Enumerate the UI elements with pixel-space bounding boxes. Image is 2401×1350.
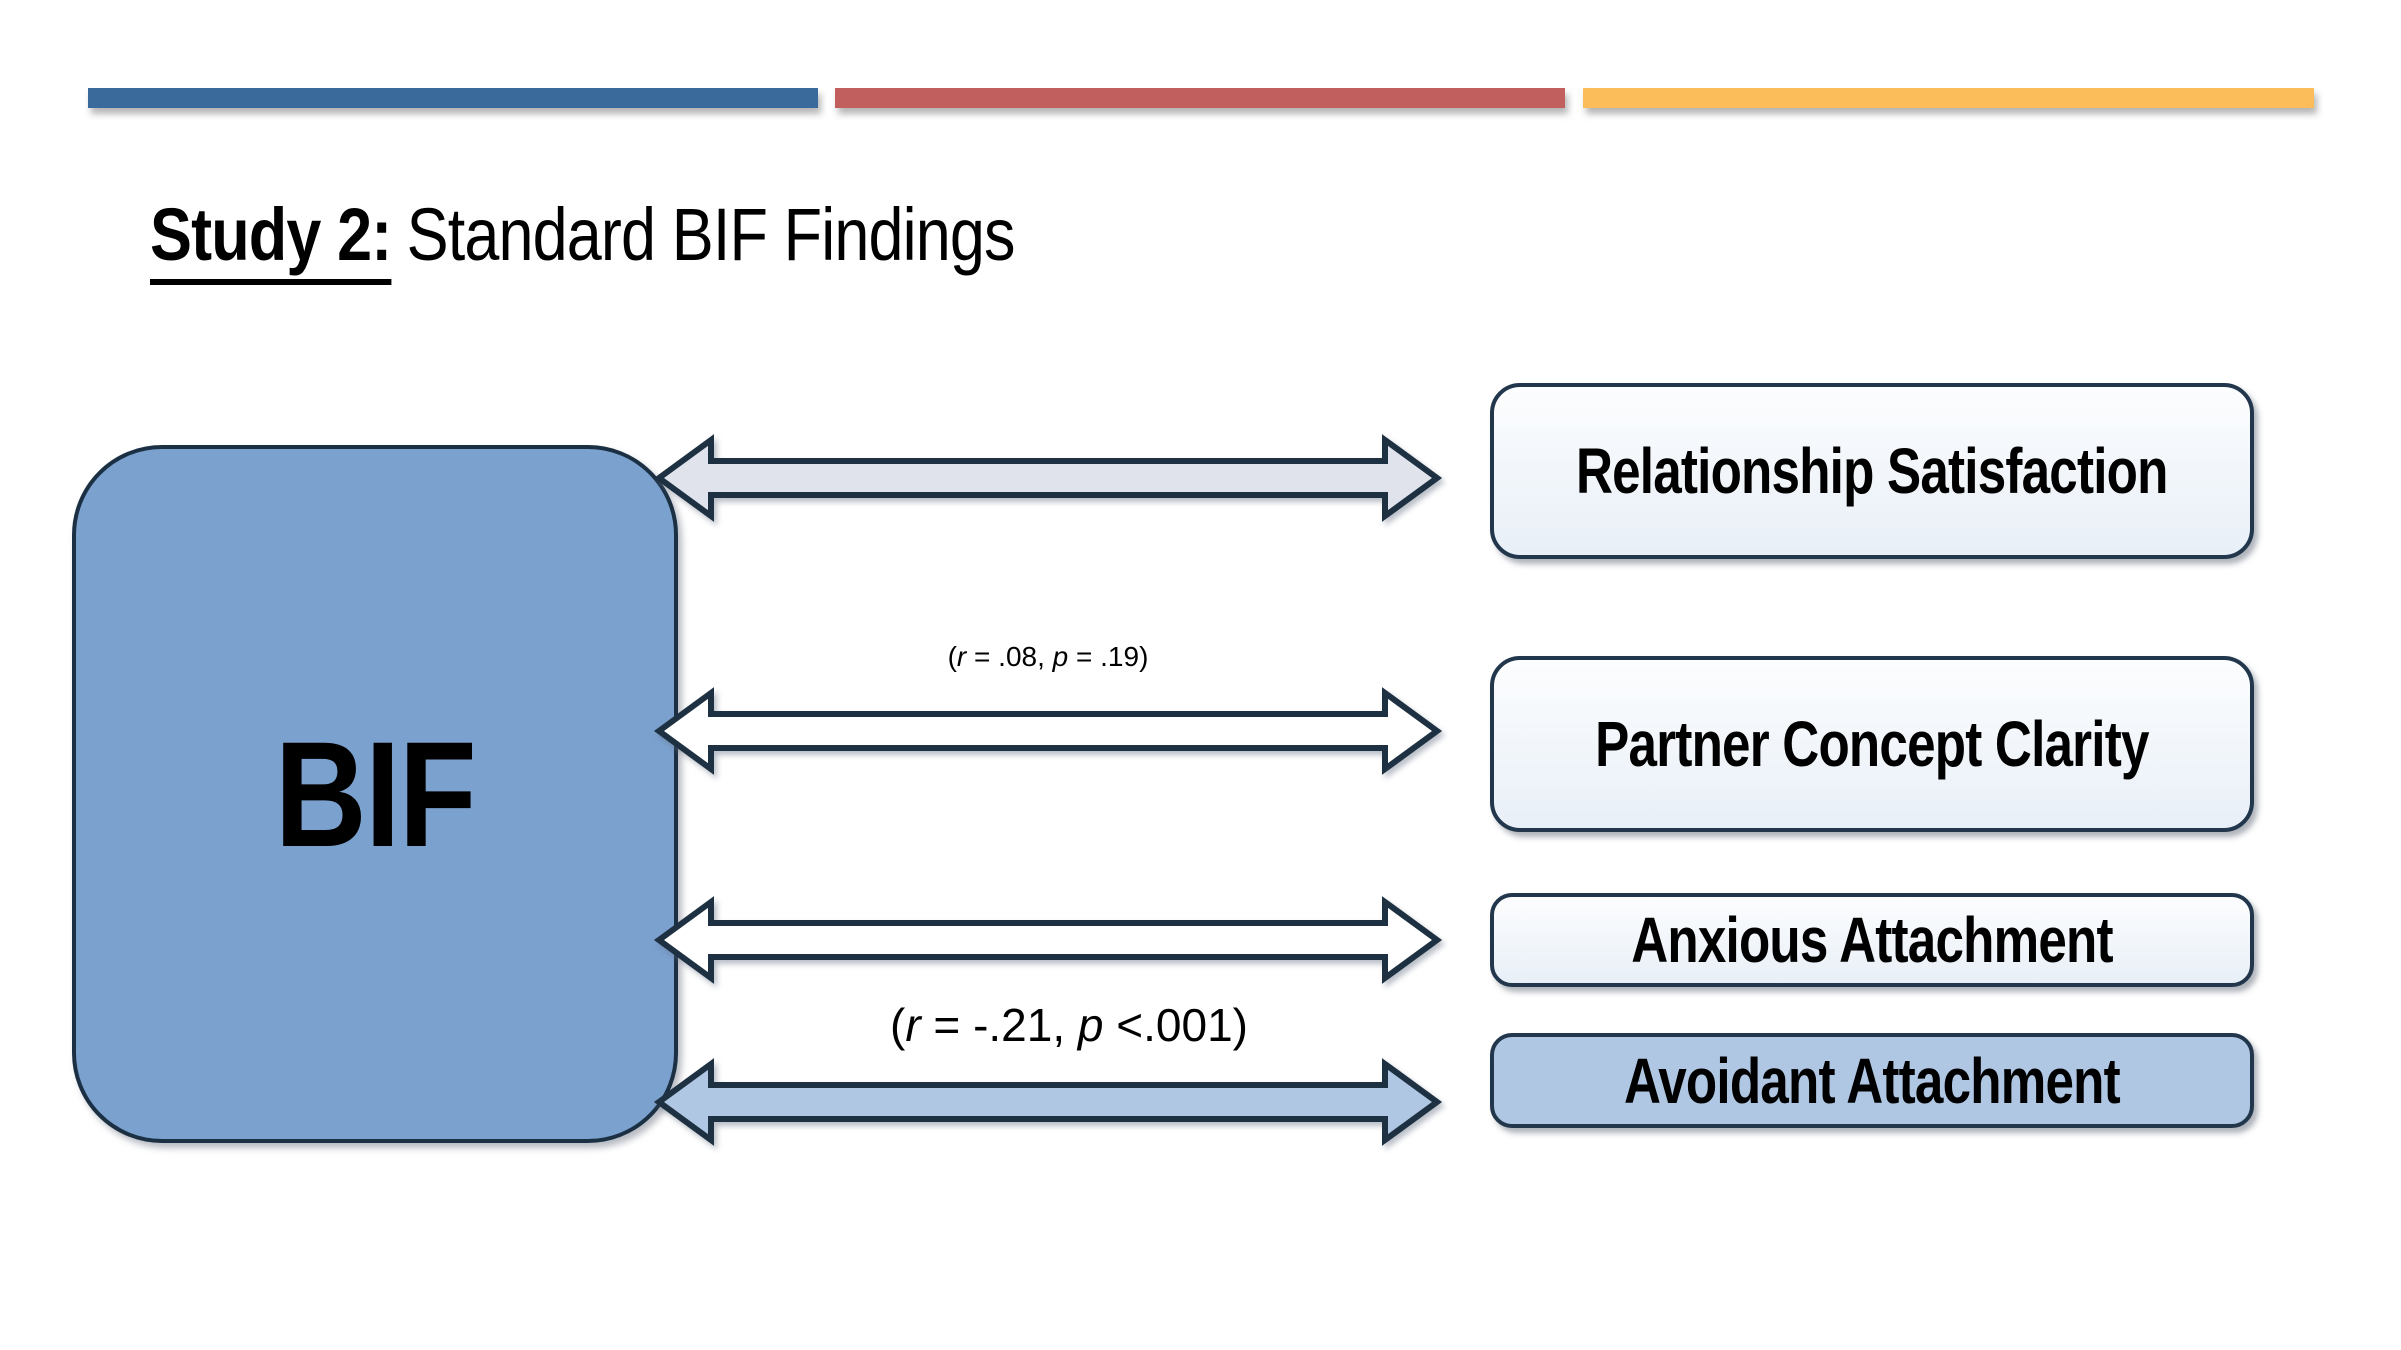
bif-label: BIF bbox=[274, 709, 477, 878]
target-label: Anxious Attachment bbox=[1631, 904, 2113, 976]
target-label: Relationship Satisfaction bbox=[1576, 435, 2168, 507]
double-arrow-avoidant-attachment bbox=[653, 1058, 1443, 1146]
red-accent-bar bbox=[835, 88, 1565, 108]
blue-accent-bar bbox=[88, 88, 818, 108]
target-box-avoidant-attachment: Avoidant Attachment bbox=[1490, 1033, 2254, 1128]
target-box-relationship-satisfaction: Relationship Satisfaction bbox=[1490, 383, 2254, 559]
title-study-prefix: Study 2: bbox=[150, 193, 392, 285]
yellow-accent-bar bbox=[1583, 88, 2314, 108]
double-arrow-shape bbox=[653, 896, 1443, 984]
double-arrow-anxious-attachment bbox=[653, 896, 1443, 984]
target-box-partner-concept-clarity: Partner Concept Clarity bbox=[1490, 656, 2254, 832]
double-arrow-shape bbox=[653, 434, 1443, 522]
double-arrow-shape bbox=[653, 1058, 1443, 1146]
double-arrow-relationship-satisfaction bbox=[653, 434, 1443, 522]
target-box-anxious-attachment: Anxious Attachment bbox=[1490, 893, 2254, 987]
double-arrow-partner-concept-clarity bbox=[653, 687, 1443, 775]
target-label: Avoidant Attachment bbox=[1624, 1044, 2121, 1117]
target-label: Partner Concept Clarity bbox=[1595, 708, 2149, 780]
title-rest: Standard BIF Findings bbox=[406, 193, 1016, 276]
bif-source-box: BIF bbox=[72, 445, 678, 1143]
correlation-annotation-partner-concept-clarity: (r = .08, p = .19) bbox=[947, 641, 1149, 672]
double-arrow-shape bbox=[653, 687, 1443, 775]
page-title: Study 2:Standard BIF Findings bbox=[150, 192, 1016, 285]
correlation-annotation-avoidant-attachment: (r = -.21, p <.001) bbox=[890, 999, 1248, 1051]
